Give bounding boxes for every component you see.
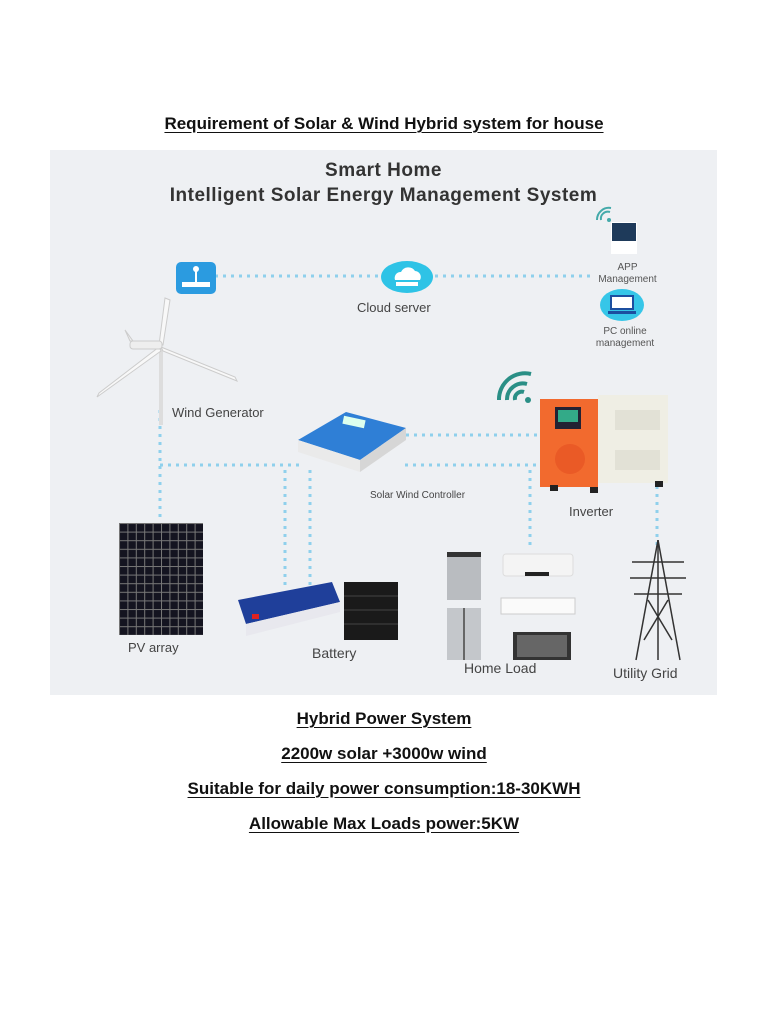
document-title-text: Requirement of Solar & Wind Hybrid syste… — [164, 114, 604, 133]
charge-controller-icon — [288, 412, 408, 474]
solar-panel-icon — [119, 523, 203, 635]
wifi-signal-icon — [495, 370, 535, 404]
diagram-heading-smart-home: Smart Home — [325, 160, 442, 181]
wifi-router-icon — [176, 262, 216, 294]
spec-system-type: Hybrid Power System — [296, 709, 472, 728]
wind-turbine-icon — [95, 295, 245, 425]
computer-monitor-icon — [600, 288, 644, 322]
controller-label: Solar Wind Controller — [370, 490, 466, 501]
spec-max-load: Allowable Max Loads power:5KW — [248, 814, 520, 833]
pc-management-label: PC online management — [595, 326, 655, 349]
document-title: Requirement of Solar & Wind Hybrid syste… — [0, 114, 768, 134]
pv-array-label: PV array — [128, 640, 179, 655]
diagram-heading-system: Intelligent Solar Energy Management Syst… — [169, 185, 598, 206]
battery-label: Battery — [312, 645, 357, 661]
app-management-label: APP Management — [598, 262, 657, 285]
spec-capacity: 2200w solar +3000w wind — [281, 744, 487, 763]
utility-grid-label: Utility Grid — [613, 665, 678, 681]
inverter-label: Inverter — [569, 504, 614, 519]
system-specs: Hybrid Power System 2200w solar +3000w w… — [0, 707, 768, 847]
cloud-server-label: Cloud server — [357, 300, 431, 315]
inverter-icon — [540, 395, 670, 493]
home-appliances-icon — [445, 550, 580, 662]
wifi-signal-icon — [594, 206, 614, 222]
system-diagram: Smart Home Intelligent Solar Energy Mana… — [50, 150, 717, 695]
spec-daily-consumption: Suitable for daily power consumption:18-… — [187, 779, 581, 798]
smartphone-icon — [611, 222, 637, 254]
home-load-label: Home Load — [464, 660, 537, 676]
battery-icon — [236, 580, 342, 638]
transmission-tower-icon — [628, 540, 688, 662]
wind-generator-label: Wind Generator — [172, 405, 264, 420]
battery-rack-icon — [344, 582, 398, 640]
cloud-icon — [380, 260, 434, 294]
